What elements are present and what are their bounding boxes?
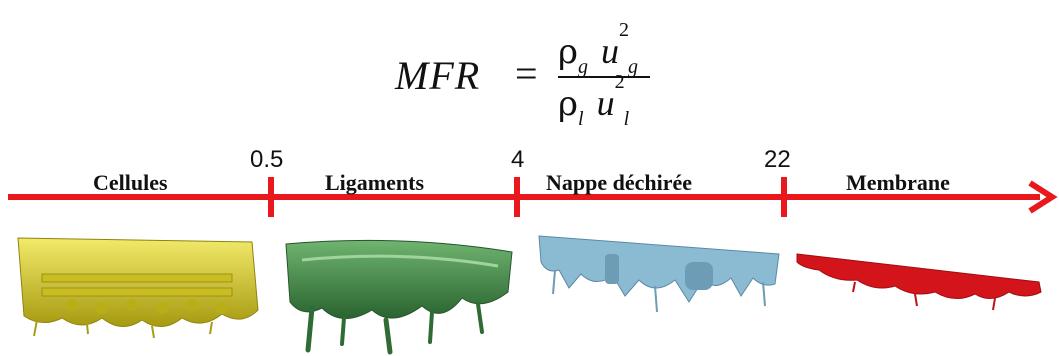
regime-label: Membrane <box>846 170 950 195</box>
regime-axis <box>8 177 1058 217</box>
ligaments-image <box>285 239 513 355</box>
regime-label: Ligaments <box>325 170 424 195</box>
membrane-image <box>796 253 1042 311</box>
fraction-bar <box>558 76 650 78</box>
formula-lhs: MFR <box>395 53 481 98</box>
formula-numerator: ρg u 2 g <box>558 19 638 78</box>
formula-fraction: ρg u 2 g ρl u 2 l <box>558 19 668 130</box>
threshold-label: 22 <box>764 146 791 173</box>
regime-label: Nappe déchirée <box>546 170 693 195</box>
formula-equals: = <box>515 51 538 96</box>
axis-arrowhead-icon <box>1028 180 1058 214</box>
formula-denominator: ρl u 2 l <box>558 71 630 130</box>
mfr-formula: MFR = ρg u 2 g ρl u 2 l <box>395 19 695 140</box>
regime-label: Cellules <box>93 170 168 195</box>
cellules-image <box>17 237 259 339</box>
threshold-label: 4 <box>511 146 525 173</box>
threshold-label: 0.5 <box>250 146 284 173</box>
nappe-dechiree-image <box>538 235 780 313</box>
